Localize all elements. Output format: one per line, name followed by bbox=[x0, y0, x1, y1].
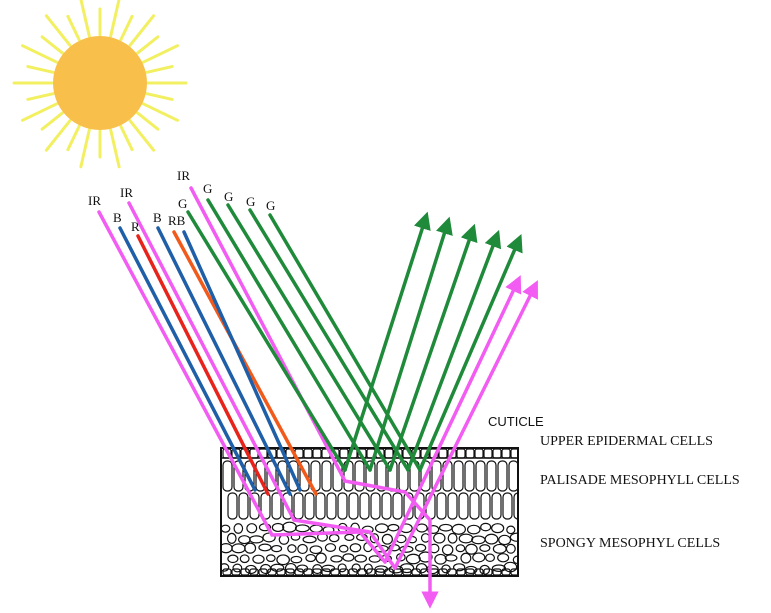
label-cuticle: CUTICLE bbox=[488, 414, 544, 429]
label-spongy: SPONGY MESOPHYL CELLS bbox=[540, 536, 720, 551]
label-b-1: B bbox=[113, 210, 122, 225]
label-ir-3: IR bbox=[177, 168, 190, 183]
ray-g-1-in bbox=[186, 210, 347, 472]
ray-g-2-out bbox=[368, 216, 453, 472]
label-upper-epidermal: UPPER EPIDERMAL CELLS bbox=[540, 434, 713, 449]
ray-ir-out-2 bbox=[393, 280, 538, 570]
ray-ir-2 bbox=[127, 201, 397, 570]
ray-b-2 bbox=[156, 226, 292, 496]
ray-rb-red bbox=[172, 230, 318, 496]
label-g-5: G bbox=[266, 198, 275, 213]
ray-g-5-in bbox=[268, 213, 422, 472]
label-g-3: G bbox=[224, 189, 233, 204]
ray-g-2-in bbox=[206, 198, 372, 472]
incoming-rays bbox=[97, 186, 439, 609]
ray-ir-out-1 bbox=[383, 275, 522, 564]
ray-g-3-out bbox=[388, 223, 478, 472]
label-g-2: G bbox=[203, 181, 212, 196]
reflected-rays bbox=[343, 211, 538, 570]
ray-b-1 bbox=[118, 226, 257, 492]
ray-g-1-out bbox=[343, 211, 431, 472]
label-b-2: B bbox=[153, 210, 162, 225]
label-g-4: G bbox=[246, 194, 255, 209]
ray-g-3-in bbox=[226, 203, 392, 472]
sun-icon bbox=[12, 0, 188, 169]
ray-labels: IR IR IR B R B RB G G G G G bbox=[88, 168, 275, 234]
ray-g-4-in bbox=[248, 208, 410, 472]
label-palisade: PALISADE MESOPHYLL CELLS bbox=[540, 473, 740, 488]
layer-labels: CUTICLE UPPER EPIDERMAL CELLS PALISADE M… bbox=[488, 414, 740, 551]
ray-g-5-out bbox=[418, 233, 523, 472]
ray-ir-1 bbox=[97, 210, 387, 564]
label-rb: RB bbox=[168, 213, 186, 228]
label-g-1: G bbox=[178, 196, 187, 211]
ray-r-1 bbox=[136, 234, 270, 496]
label-r-1: R bbox=[131, 219, 140, 234]
label-ir-1: IR bbox=[88, 193, 101, 208]
ray-g-4-out bbox=[406, 229, 502, 472]
ray-rb-blue bbox=[182, 230, 302, 492]
label-ir-2: IR bbox=[120, 185, 133, 200]
